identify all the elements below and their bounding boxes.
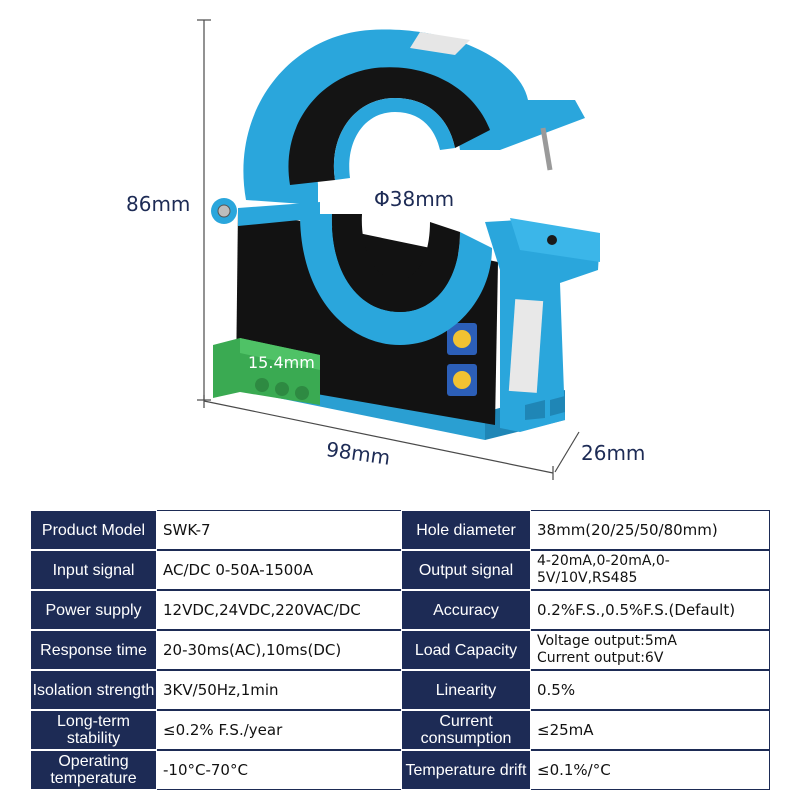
spec-row: Response time 20-30ms(AC),10ms(DC) Load … xyxy=(31,630,770,670)
spec-label: Long-term stability xyxy=(31,710,157,750)
current-sensor-illustration xyxy=(197,19,600,480)
spec-value: 3KV/50Hz,1min xyxy=(157,670,401,710)
spec-value: Voltage output:5mA Current output:6V xyxy=(531,630,770,670)
spec-label: Isolation strength xyxy=(31,670,157,710)
spec-label: Product Model xyxy=(31,510,157,550)
spec-value-line: Voltage output:5mA xyxy=(537,633,677,649)
spec-value: 12VDC,24VDC,220VAC/DC xyxy=(157,590,401,630)
spec-label: Load Capacity xyxy=(401,630,531,670)
spec-row: Operating temperature -10°C-70°C Tempera… xyxy=(31,750,770,790)
spec-label: Linearity xyxy=(401,670,531,710)
spec-label: Temperature drift xyxy=(401,750,531,790)
spec-value: 0.2%F.S.,0.5%F.S.(Default) xyxy=(531,590,770,630)
spec-value: AC/DC 0-50A-1500A xyxy=(157,550,401,590)
spec-value: -10°C-70°C xyxy=(157,750,401,790)
product-figure: 86mm Φ38mm 15.4mm 98mm 26mm xyxy=(126,19,646,480)
spec-label: Current consumption xyxy=(401,710,531,750)
spec-value: ≤25mA xyxy=(531,710,770,750)
spec-row: Input signal AC/DC 0-50A-1500A Output si… xyxy=(31,550,770,590)
spec-label: Response time xyxy=(31,630,157,670)
spec-label: Accuracy xyxy=(401,590,531,630)
length-dimension-line xyxy=(203,395,554,480)
spec-value: 20-30ms(AC),10ms(DC) xyxy=(157,630,401,670)
spec-row: Power supply 12VDC,24VDC,220VAC/DC Accur… xyxy=(31,590,770,630)
spec-label: Operating temperature xyxy=(31,750,157,790)
height-dimension-label: 86mm xyxy=(126,192,191,216)
depth-dimension-label: 26mm xyxy=(581,441,646,465)
spec-row: Isolation strength 3KV/50Hz,1min Lineari… xyxy=(31,670,770,710)
spec-value: ≤0.2% F.S./year xyxy=(157,710,401,750)
height-dimension-line xyxy=(197,19,211,401)
spec-label: Hole diameter xyxy=(401,510,531,550)
sensor-body xyxy=(211,29,600,440)
spec-value: 0.5% xyxy=(531,670,770,710)
spec-label: Output signal xyxy=(401,550,531,590)
hole-diameter-label: Φ38mm xyxy=(374,187,455,211)
spec-label: Power supply xyxy=(31,590,157,630)
spec-value: 4-20mA,0-20mA,0-5V/10V,RS485 xyxy=(531,550,770,590)
spec-value: ≤0.1%/°C xyxy=(531,750,770,790)
terminal-width-label: 15.4mm xyxy=(248,353,315,372)
spec-row: Long-term stability ≤0.2% F.S./year Curr… xyxy=(31,710,770,750)
depth-dimension-line xyxy=(554,431,580,473)
spec-table: Product Model SWK-7 Hole diameter 38mm(2… xyxy=(31,510,770,790)
spec-value: SWK-7 xyxy=(157,510,401,550)
spec-label: Input signal xyxy=(31,550,157,590)
spec-row: Product Model SWK-7 Hole diameter 38mm(2… xyxy=(31,510,770,550)
spec-value-line: Current output:6V xyxy=(537,650,664,666)
spec-value: 38mm(20/25/50/80mm) xyxy=(531,510,770,550)
